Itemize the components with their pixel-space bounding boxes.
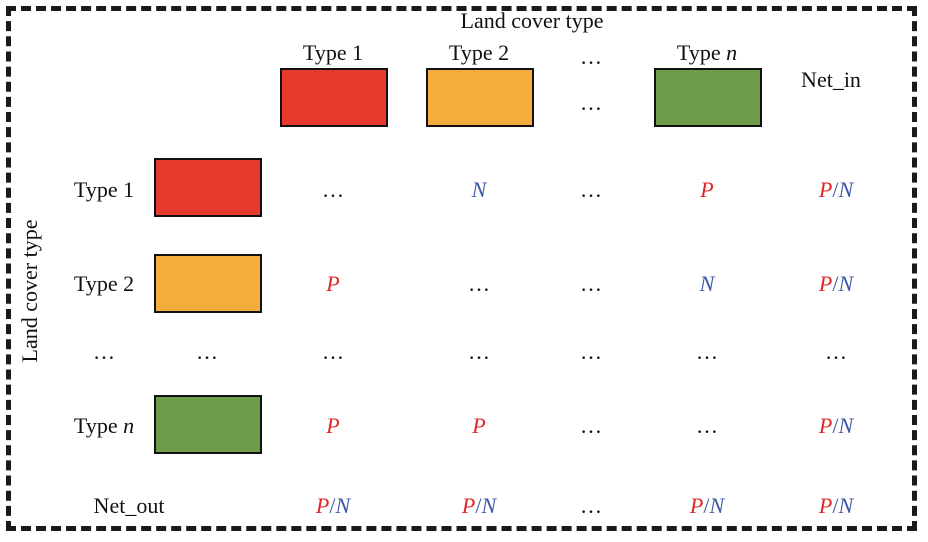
- matrix-cell: …: [580, 413, 602, 438]
- matrix-cell: P/N: [689, 493, 725, 518]
- matrix-cell: …: [580, 339, 602, 364]
- column-header-type-1: Type 1: [302, 40, 364, 65]
- column-swatch-type-n: [654, 68, 762, 127]
- row-swatch-type-1: [154, 158, 262, 217]
- matrix-cell: …: [468, 271, 490, 296]
- matrix-cell: …: [580, 493, 602, 518]
- matrix-cell: P/N: [461, 493, 497, 518]
- column-header-type-2: Type 2: [448, 40, 510, 65]
- matrix-cell: P/N: [315, 493, 351, 518]
- matrix-cell: P/N: [818, 271, 854, 296]
- matrix-cell: P: [472, 413, 486, 438]
- matrix-cell: P: [326, 271, 340, 296]
- column-swatch-type-1: [280, 68, 388, 127]
- row-swatch-type-2: [154, 254, 262, 313]
- matrix-cell: P/N: [818, 177, 854, 202]
- row-header-ellipsis: …: [93, 339, 115, 364]
- row-header-type-1: Type 1: [73, 177, 135, 202]
- left-axis-label: Land cover type: [17, 219, 42, 363]
- matrix-cell: N: [699, 271, 715, 296]
- matrix-cell: …: [322, 339, 344, 364]
- matrix-cell: …: [468, 339, 490, 364]
- matrix-cell: …: [825, 339, 847, 364]
- matrix-cell: …: [322, 177, 344, 202]
- column-header-type-n: Type n: [676, 40, 738, 65]
- column-swatch-type-2: [426, 68, 534, 127]
- column-ellipsis-2: …: [580, 90, 602, 115]
- matrix-cell: P/N: [818, 493, 854, 518]
- matrix-cell: P: [700, 177, 714, 202]
- top-axis-label: Land cover type: [460, 8, 604, 33]
- matrix-cell: …: [580, 271, 602, 296]
- net-in-label: Net_in: [801, 67, 861, 92]
- column-header-ellipsis: …: [580, 44, 602, 69]
- matrix-cell: N: [471, 177, 487, 202]
- row-header-type-n: Type n: [73, 413, 135, 438]
- net-out-label: Net_out: [93, 493, 165, 518]
- matrix-cell: …: [580, 177, 602, 202]
- row-swatch-ellipsis: …: [196, 339, 218, 364]
- row-header-type-2: Type 2: [73, 271, 135, 296]
- matrix-cell: …: [696, 339, 718, 364]
- matrix-cell: P: [326, 413, 340, 438]
- row-swatch-type-n: [154, 395, 262, 454]
- matrix-cell: P/N: [818, 413, 854, 438]
- matrix-cell: …: [696, 413, 718, 438]
- diagram-frame: [6, 6, 917, 531]
